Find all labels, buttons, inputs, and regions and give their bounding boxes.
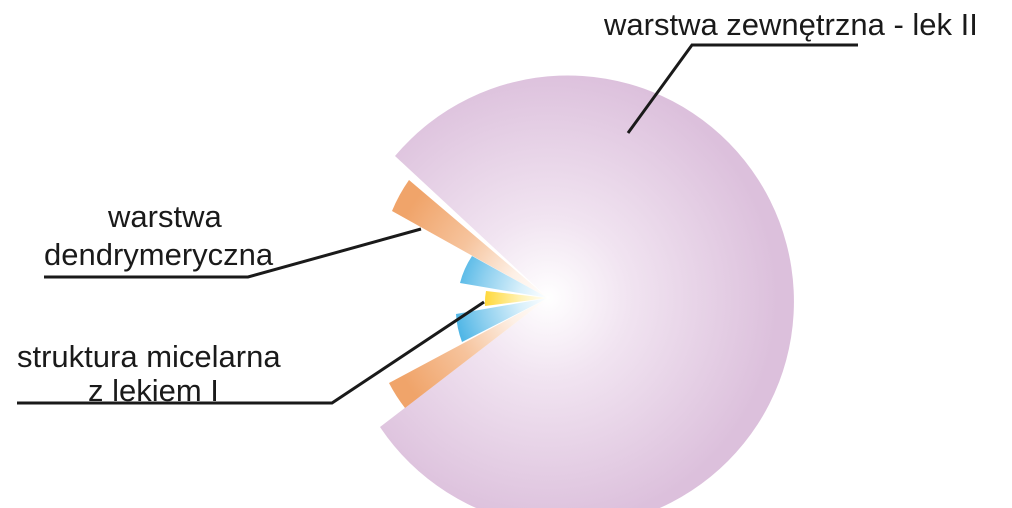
outer-layer-sector <box>380 75 794 508</box>
micellar-structure-label-line-2: z lekiem I <box>88 372 219 410</box>
dendrimer-layer-label-line-2: dendrymeryczna <box>44 236 273 274</box>
dendrimer-layer-label-line-1: warstwa <box>108 198 222 236</box>
outer-layer-label: warstwa zewnętrzna - lek II <box>604 6 978 44</box>
micellar-structure-label-line-1: struktura micelarna <box>17 338 281 376</box>
